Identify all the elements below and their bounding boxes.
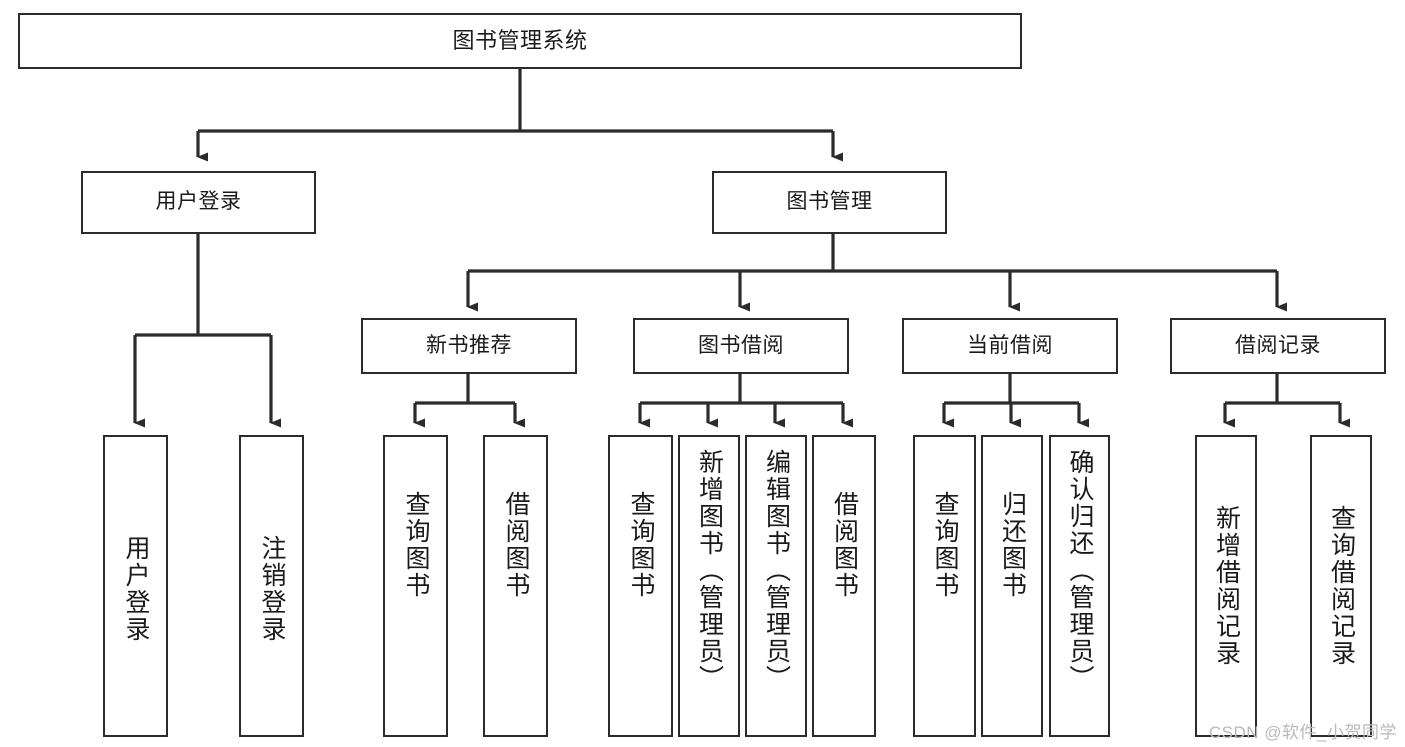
node-leaf-logout[interactable]: 注销登录 <box>239 435 304 737</box>
node-label: 查询图书 <box>627 491 655 599</box>
node-label: 新书推荐 <box>426 333 512 357</box>
node-leaf-edit-book-admin[interactable]: 编辑图书（管理员） <box>745 435 807 737</box>
node-user-login[interactable]: 用户登录 <box>81 171 316 234</box>
node-book-borrowing[interactable]: 图书借阅 <box>633 318 849 374</box>
node-label: 编辑图书（管理员） <box>762 449 791 692</box>
node-label: 借阅图书 <box>502 491 530 599</box>
node-leaf-user-login[interactable]: 用户登录 <box>103 435 168 737</box>
node-root-book-management-system[interactable]: 图书管理系统 <box>18 13 1022 69</box>
node-label: 借阅图书 <box>830 491 859 599</box>
node-book-management[interactable]: 图书管理 <box>712 171 947 234</box>
node-label: 查询借阅记录 <box>1327 505 1356 667</box>
node-label: 当前借阅 <box>967 333 1053 357</box>
node-label: 图书管理 <box>786 190 873 214</box>
node-label: 图书管理系统 <box>452 28 588 54</box>
node-leaf-query-book-borrow[interactable]: 查询图书 <box>608 435 673 737</box>
node-label: 借阅记录 <box>1235 333 1321 357</box>
node-new-book-recommendation[interactable]: 新书推荐 <box>361 318 577 374</box>
node-label: 注销登录 <box>258 535 286 643</box>
node-label: 新增图书（管理员） <box>695 449 724 692</box>
node-leaf-add-borrow-record[interactable]: 新增借阅记录 <box>1195 435 1257 737</box>
node-leaf-borrow-book[interactable]: 借阅图书 <box>812 435 876 737</box>
node-label: 用户登录 <box>122 535 150 643</box>
node-borrowing-records[interactable]: 借阅记录 <box>1170 318 1386 374</box>
node-label: 图书借阅 <box>698 333 784 357</box>
node-leaf-confirm-return-admin[interactable]: 确认归还（管理员） <box>1049 435 1110 737</box>
node-leaf-return-book[interactable]: 归还图书 <box>981 435 1043 737</box>
node-leaf-query-borrow-record[interactable]: 查询借阅记录 <box>1310 435 1372 737</box>
node-label: 确认归还（管理员） <box>1066 449 1094 692</box>
node-leaf-query-book-current[interactable]: 查询图书 <box>913 435 976 737</box>
node-label: 新增借阅记录 <box>1212 505 1241 667</box>
node-label: 查询图书 <box>402 491 430 599</box>
node-leaf-add-book-admin[interactable]: 新增图书（管理员） <box>678 435 740 737</box>
node-label: 归还图书 <box>998 491 1027 599</box>
node-current-borrowing[interactable]: 当前借阅 <box>902 318 1118 374</box>
node-leaf-borrow-book-recommend[interactable]: 借阅图书 <box>483 435 548 737</box>
node-label: 用户登录 <box>155 190 242 214</box>
node-leaf-query-book-recommend[interactable]: 查询图书 <box>383 435 448 737</box>
node-label: 查询图书 <box>931 491 959 599</box>
